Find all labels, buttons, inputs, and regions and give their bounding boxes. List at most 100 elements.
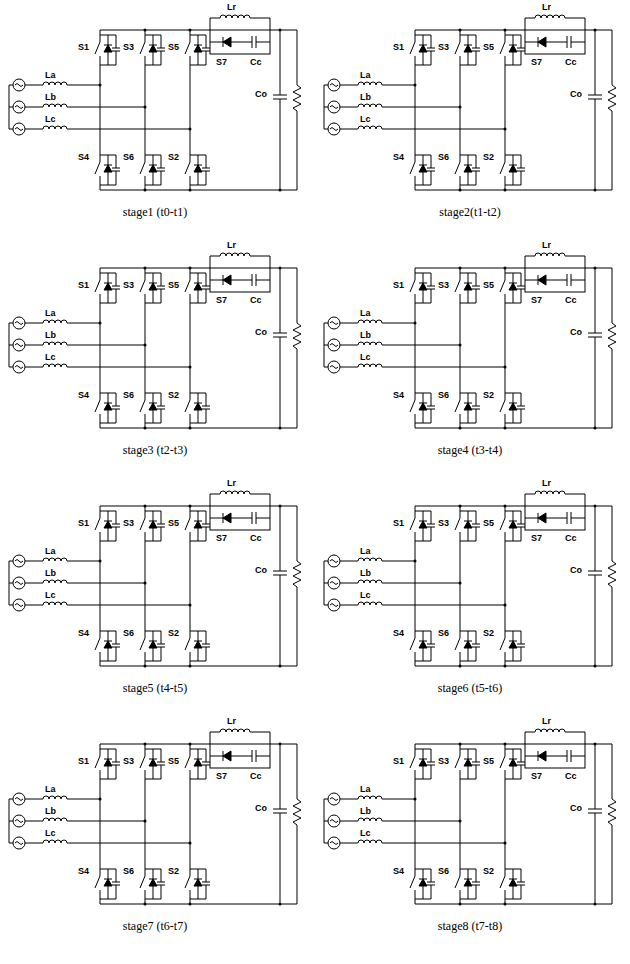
- component-label: S1: [78, 518, 89, 529]
- component-label: Lr: [227, 716, 236, 727]
- component-label: S6: [438, 152, 449, 163]
- component-label: S4: [393, 628, 404, 639]
- stage-caption: stage5 (t4-t5): [5, 681, 305, 695]
- component-label: Co: [570, 327, 582, 338]
- component-label: La: [45, 70, 56, 81]
- stage-caption: stage2(t1-t2): [320, 205, 620, 219]
- component-label: Lr: [227, 2, 236, 13]
- component-label: S4: [78, 390, 89, 401]
- component-label: Lr: [542, 478, 551, 489]
- component-label: S6: [438, 866, 449, 877]
- stage-circuit: [324, 729, 616, 906]
- component-label: Cc: [250, 57, 262, 68]
- component-label: S6: [438, 628, 449, 639]
- stage-caption: stage4 (t3-t4): [320, 443, 620, 457]
- component-label: Co: [255, 327, 267, 338]
- component-label: La: [360, 784, 371, 795]
- component-label: S5: [483, 280, 494, 291]
- component-label: S2: [483, 866, 494, 877]
- stage-caption: stage6 (t5-t6): [320, 681, 620, 695]
- component-label: S7: [216, 295, 227, 306]
- component-label: La: [360, 70, 371, 81]
- component-label: S3: [123, 756, 134, 767]
- component-label: Lb: [45, 806, 56, 817]
- stage-circuit: [9, 253, 301, 430]
- component-label: S7: [216, 533, 227, 544]
- component-label: Lr: [227, 240, 236, 251]
- stage-caption: stage1 (t0-t1): [5, 205, 305, 219]
- component-label: S1: [78, 756, 89, 767]
- stage-circuit: [324, 253, 616, 430]
- component-label: La: [45, 784, 56, 795]
- stage-caption: stage3 (t2-t3): [5, 443, 305, 457]
- component-label: S2: [483, 628, 494, 639]
- component-label: Lc: [360, 828, 371, 839]
- component-label: S7: [531, 771, 542, 782]
- component-label: Lc: [45, 828, 56, 839]
- component-label: Cc: [565, 533, 577, 544]
- stage-circuit: [9, 491, 301, 668]
- component-label: Lb: [360, 92, 371, 103]
- component-label: S1: [393, 518, 404, 529]
- component-label: S4: [78, 152, 89, 163]
- component-label: Lr: [542, 2, 551, 13]
- component-label: Lb: [45, 92, 56, 103]
- component-label: La: [360, 308, 371, 319]
- component-label: S5: [168, 280, 179, 291]
- component-label: S6: [123, 866, 134, 877]
- component-label: S5: [483, 42, 494, 53]
- component-label: La: [45, 546, 56, 557]
- component-label: Lc: [45, 352, 56, 363]
- component-label: Lc: [45, 114, 56, 125]
- component-label: S7: [216, 771, 227, 782]
- component-label: Lb: [45, 568, 56, 579]
- component-label: Cc: [565, 771, 577, 782]
- component-label: S7: [531, 533, 542, 544]
- component-label: S7: [531, 57, 542, 68]
- component-label: S1: [393, 756, 404, 767]
- component-label: S4: [393, 866, 404, 877]
- component-label: Lr: [542, 240, 551, 251]
- component-label: Co: [570, 89, 582, 100]
- component-label: Cc: [250, 771, 262, 782]
- component-label: Lc: [360, 590, 371, 601]
- component-label: Cc: [250, 533, 262, 544]
- component-label: Co: [255, 565, 267, 576]
- component-label: Lr: [542, 716, 551, 727]
- component-label: S3: [123, 42, 134, 53]
- component-label: S5: [483, 518, 494, 529]
- component-label: S5: [168, 42, 179, 53]
- component-label: Lr: [227, 478, 236, 489]
- component-label: S7: [216, 57, 227, 68]
- component-label: Cc: [565, 57, 577, 68]
- component-label: Co: [255, 803, 267, 814]
- component-label: S1: [78, 42, 89, 53]
- component-label: Cc: [565, 295, 577, 306]
- component-label: La: [360, 546, 371, 557]
- component-label: S4: [393, 390, 404, 401]
- component-label: Lb: [45, 330, 56, 341]
- component-label: S3: [438, 518, 449, 529]
- component-label: S3: [438, 42, 449, 53]
- component-label: S6: [123, 152, 134, 163]
- component-label: Lc: [360, 352, 371, 363]
- component-label: S2: [168, 628, 179, 639]
- component-label: S2: [483, 390, 494, 401]
- component-label: S7: [531, 295, 542, 306]
- component-label: S1: [78, 280, 89, 291]
- component-label: S3: [123, 280, 134, 291]
- component-label: Co: [255, 89, 267, 100]
- component-label: S3: [438, 756, 449, 767]
- stage-circuit: [324, 491, 616, 668]
- component-label: S2: [168, 390, 179, 401]
- component-label: S3: [123, 518, 134, 529]
- component-label: S2: [168, 152, 179, 163]
- component-label: Co: [570, 803, 582, 814]
- component-label: S5: [168, 518, 179, 529]
- component-label: Lb: [360, 330, 371, 341]
- component-label: S6: [123, 628, 134, 639]
- component-label: S1: [393, 42, 404, 53]
- stage-circuit: [9, 15, 301, 192]
- component-label: S1: [393, 280, 404, 291]
